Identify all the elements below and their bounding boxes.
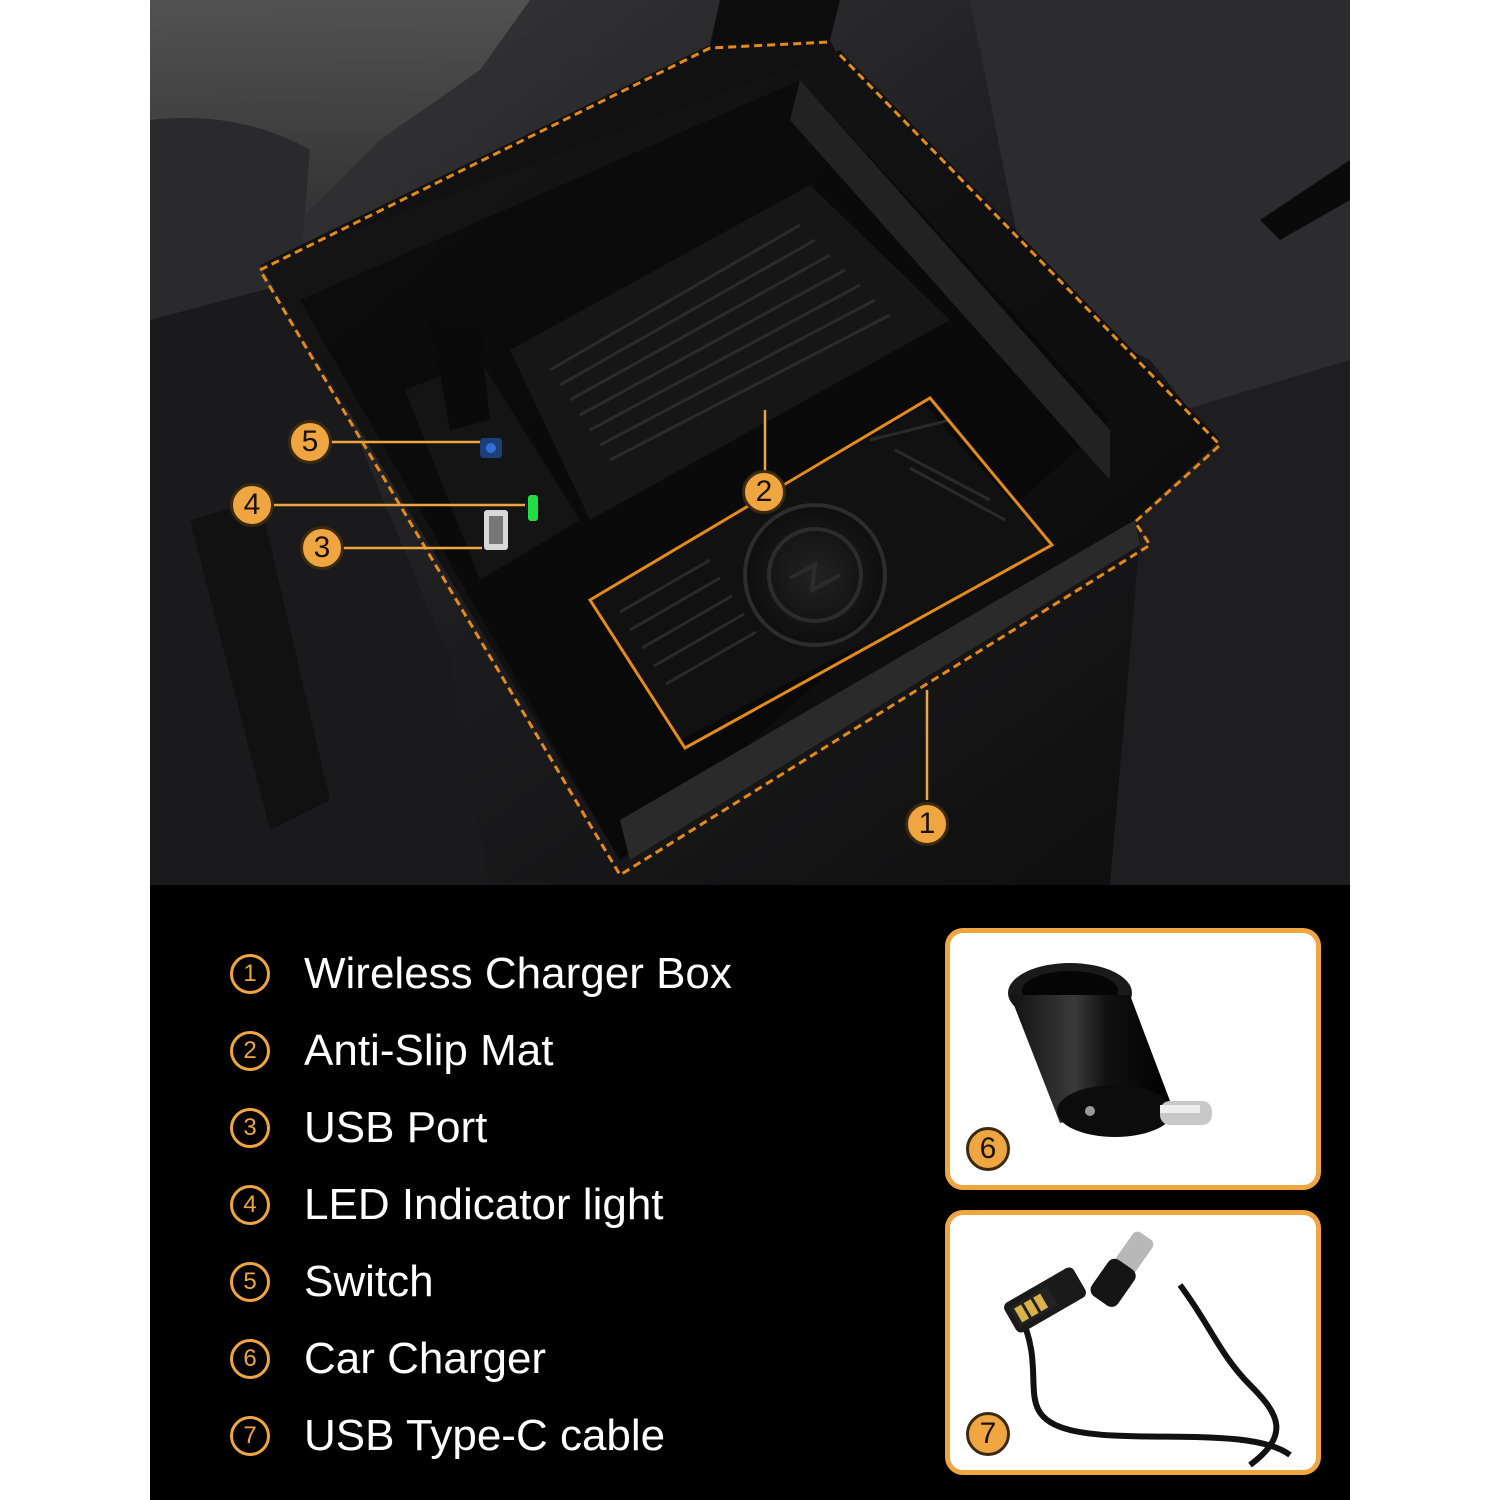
- card-badge-6: 6: [966, 1127, 1010, 1171]
- card-badge-7: 7: [966, 1412, 1010, 1456]
- legend-label: LED Indicator light: [304, 1179, 664, 1229]
- car-charger-card: 6: [945, 928, 1321, 1190]
- legend-item: 6 Car Charger: [230, 1320, 870, 1397]
- legend-label: USB Port: [304, 1102, 488, 1152]
- legend-item: 5 Switch: [230, 1243, 870, 1320]
- legend-number: 1: [230, 953, 270, 994]
- console-photo: 5 4 3 2 1: [150, 0, 1350, 885]
- legend-label: Car Charger: [304, 1333, 547, 1383]
- legend-label: Wireless Charger Box: [304, 948, 732, 998]
- console-illustration: [150, 0, 1350, 885]
- legend-label: Switch: [304, 1256, 434, 1306]
- product-panel: 5 4 3 2 1 1 Wireless Charger Box 2 Anti-…: [150, 0, 1350, 1500]
- legend-number: 6: [230, 1338, 270, 1379]
- callout-4-led: 4: [230, 483, 274, 527]
- callout-3-usb: 3: [300, 526, 344, 570]
- legend-item: 2 Anti-Slip Mat: [230, 1012, 870, 1089]
- callout-1-box: 1: [905, 802, 949, 846]
- legend-item: 7 USB Type-C cable: [230, 1397, 870, 1474]
- feature-legend: 1 Wireless Charger Box 2 Anti-Slip Mat 3…: [230, 935, 870, 1474]
- legend-label: Anti-Slip Mat: [304, 1025, 554, 1075]
- callout-2-mat: 2: [742, 470, 786, 514]
- legend-item: 3 USB Port: [230, 1089, 870, 1166]
- legend-number: 2: [230, 1030, 270, 1071]
- legend-number: 7: [230, 1415, 270, 1456]
- callout-5-switch: 5: [288, 420, 332, 464]
- legend-number: 5: [230, 1261, 270, 1302]
- car-charger-image: [1008, 963, 1212, 1137]
- legend-number: 4: [230, 1184, 270, 1225]
- legend-label: USB Type-C cable: [304, 1410, 666, 1460]
- usb-cable-image: [1004, 1231, 1292, 1468]
- legend-item: 1 Wireless Charger Box: [230, 935, 870, 1012]
- usb-cable-card: 7: [945, 1210, 1321, 1475]
- legend-item: 4 LED Indicator light: [230, 1166, 870, 1243]
- legend-number: 3: [230, 1107, 270, 1148]
